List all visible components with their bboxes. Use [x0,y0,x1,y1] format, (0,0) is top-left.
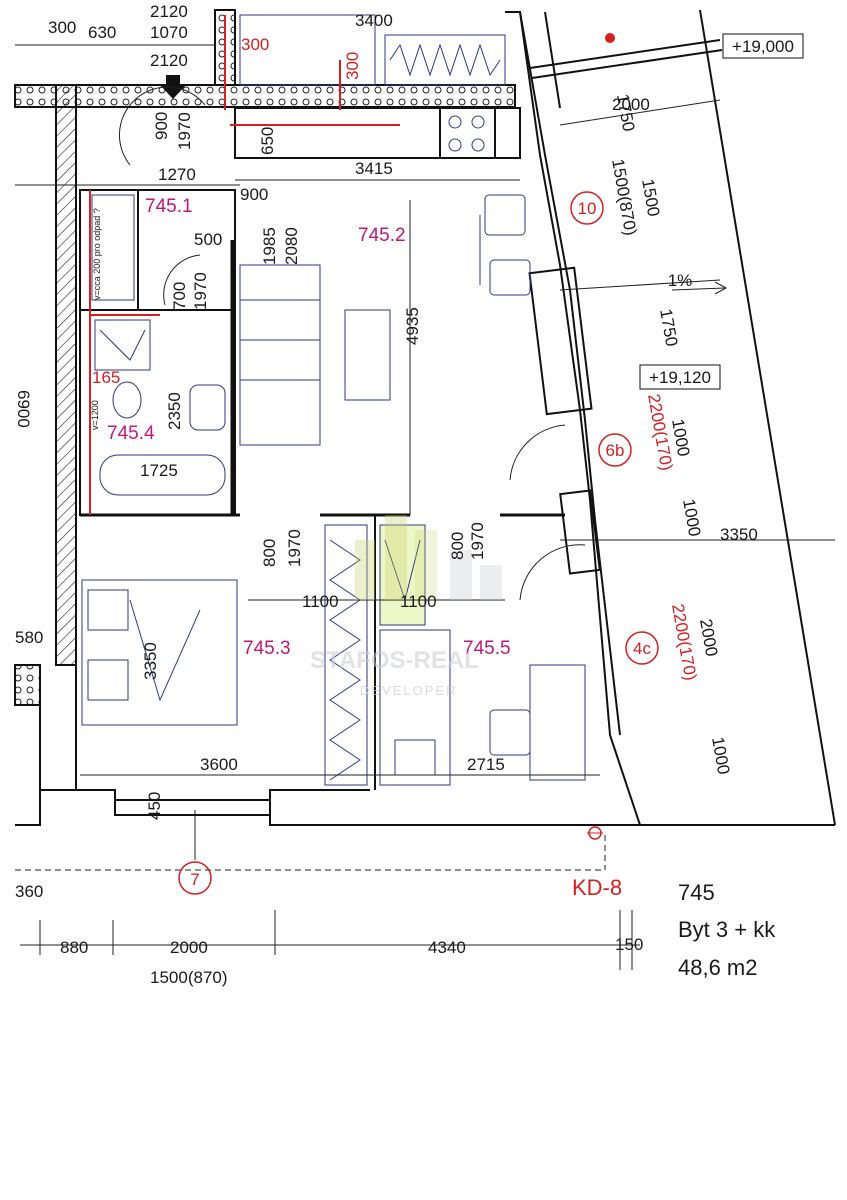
dim-2000-a: 2000 [612,95,650,114]
marker-10: 10 [578,199,597,218]
level-box-top [722,33,804,59]
dim-3400: 3400 [355,11,393,30]
marker-6b: 6b [606,441,625,460]
room-label-745-2: 745.2 [358,225,406,246]
dim-1070: 1070 [150,23,188,42]
dim-800-b: 800 [448,532,467,560]
dimension-lines [15,44,835,946]
dim-1985: 1985 [260,227,279,265]
dim-3350-b: 3350 [141,642,160,680]
dim-2000-b: 2000 [696,617,721,658]
dim-1500: 1500 [638,177,663,218]
dim-1100-b: 1100 [400,592,437,611]
dim-880: 880 [60,938,88,957]
dim-2120-top: 2120 [150,2,188,21]
dim-900: 900 [152,112,171,140]
dim-580: 580 [15,628,43,647]
stove [448,115,485,152]
dim-1000-b: 1000 [679,497,704,538]
slope-arrowhead-icon [714,281,728,295]
dim-165-red: 165 [92,368,120,387]
watermark-sub: DEVELOPER [360,683,457,698]
dim-800-a: 800 [260,539,279,567]
dim-1500-870: 1500(870) [608,157,640,237]
dimension-ticks [39,910,633,970]
dim-1970-b: 1970 [191,272,210,310]
dim-630: 630 [88,23,116,42]
section-markers [178,191,659,895]
unit-type: Byt 3 + kk [678,917,776,942]
walls [14,9,836,826]
dim-300-red-b: 300 [343,52,362,80]
dim-360: 360 [15,882,43,901]
red-dot [605,33,615,43]
dim-900-b: 900 [240,185,268,204]
dim-2350: 2350 [165,392,184,430]
level-box-mid [639,364,721,390]
dim-450: 450 [145,792,164,820]
dim-1500-870-b: 1500(870) [150,968,228,987]
watermark: STAFOS-REAL DEVELOPER [310,515,502,698]
room-label-745-4: 745.4 [107,423,155,444]
dim-650: 650 [258,127,277,155]
dim-2715: 2715 [467,755,505,774]
slope-arrow [671,287,726,291]
marker-7: 7 [190,870,199,889]
dim-3600: 3600 [200,755,238,774]
dim-1750-b: 1750 [656,307,681,348]
room-label-745-5: 745.5 [463,638,511,659]
dim-3415: 3415 [355,159,393,178]
room-label-745-1: 745.1 [145,196,193,217]
unit-area: 48,6 m2 [678,955,758,980]
dim-150: 150 [615,935,643,954]
dim-4340: 4340 [428,938,466,957]
furniture [81,14,586,786]
marker-4c: 4c [633,639,651,658]
dim-2200-170-b: 2200(170) [668,602,700,682]
dim-1970-a: 1970 [175,112,194,150]
red-lines [89,15,400,515]
dim-1100-a: 1100 [302,592,339,611]
dim-1270: 1270 [158,165,196,184]
note-bath-height: v=1200 [90,400,100,430]
level-mid: +19,120 [649,368,711,387]
dim-1725: 1725 [140,461,178,480]
dim-700: 700 [170,282,189,310]
dim-4935: 4935 [403,307,422,345]
dim-6900: 6900 [14,390,33,428]
dim-500: 500 [194,230,222,249]
door-swings [118,86,586,601]
watermark-name: STAFOS-REAL [310,647,479,674]
slope-label: 1% [668,271,693,290]
dim-2080: 2080 [282,227,301,265]
dim-300: 300 [48,18,76,37]
level-top: +19,000 [732,37,794,56]
dim-1000-c: 1000 [708,735,733,776]
dim-2120: 2120 [150,51,188,70]
dim-1970-d: 1970 [468,522,487,560]
dim-2000-c: 2000 [170,938,208,957]
note-bath-vent: v=cca 200 pro odpad ? [92,208,102,300]
room-label-745-3: 745.3 [243,638,291,659]
dim-3350-a: 3350 [720,525,758,544]
dim-1970-c: 1970 [285,529,304,567]
unit-number: 745 [678,880,715,905]
dim-300-red-a: 300 [241,35,269,54]
sheet-code: KD-8 [572,875,622,900]
